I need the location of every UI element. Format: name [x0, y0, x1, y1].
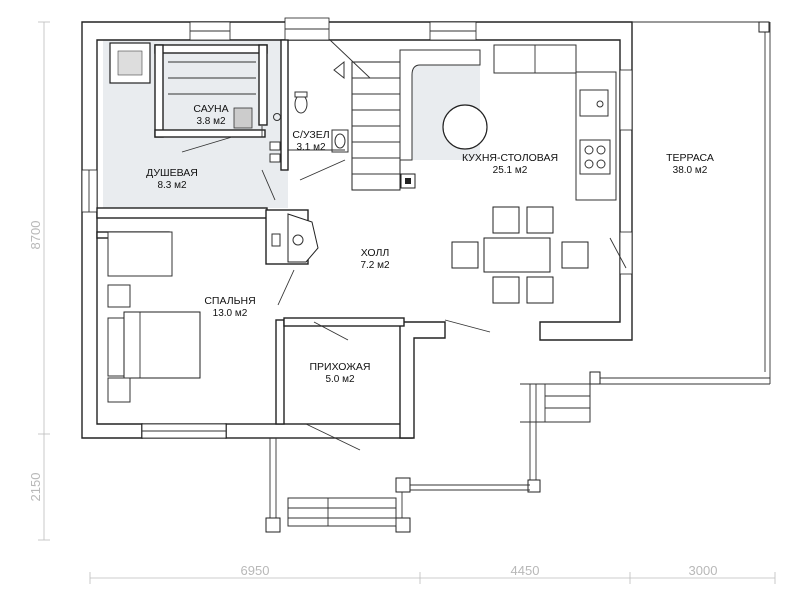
room-area-bedroom: 13.0 м2	[213, 308, 248, 319]
room-name-kitchen: КУХНЯ-СТОЛОВАЯ	[462, 152, 558, 164]
room-name-bathroom: С/УЗЕЛ	[292, 129, 329, 141]
bathroom-fixtures	[269, 91, 349, 163]
room-name-terrace: ТЕРРАСА	[666, 152, 714, 164]
room-name-bedroom: СПАЛЬНЯ	[204, 295, 255, 307]
kitchen-fixtures	[399, 44, 617, 201]
windows	[81, 17, 633, 439]
staircase	[329, 39, 416, 191]
fireplace	[271, 213, 319, 263]
room-area-shower: 8.3 м2	[157, 180, 187, 191]
dim-left-2: 2150	[28, 473, 43, 502]
sauna-fixtures	[109, 42, 281, 137]
bedroom-furniture	[107, 231, 201, 403]
room-area-sauna: 3.8 м2	[196, 116, 226, 127]
dim-bottom-2: 4450	[511, 563, 540, 578]
room-name-hall: ХОЛЛ	[361, 247, 390, 259]
dim-bottom-3: 3000	[689, 563, 718, 578]
interior-walls	[96, 39, 405, 425]
dim-left-1: 8700	[28, 221, 43, 250]
room-area-terrace: 38.0 м2	[673, 165, 708, 176]
door-swings	[181, 136, 627, 451]
room-area-kitchen: 25.1 м2	[493, 165, 528, 176]
dimension-labels: 6950 4450 3000 8700 2150	[28, 221, 717, 578]
dining-set	[451, 206, 589, 304]
room-area-bathroom: 3.1 м2	[296, 142, 326, 153]
room-area-entry: 5.0 м2	[325, 374, 355, 385]
terrace	[520, 21, 771, 493]
room-name-entry: ПРИХОЖАЯ	[310, 361, 371, 373]
room-labels: САУНА 3.8 м2 С/УЗЕЛ 3.1 м2 ДУШЕВАЯ 8.3 м…	[146, 103, 714, 385]
porch	[265, 438, 530, 533]
dimension-lines	[38, 21, 776, 584]
room-name-sauna: САУНА	[193, 103, 228, 115]
room-area-hall: 7.2 м2	[360, 260, 390, 271]
room-name-shower: ДУШЕВАЯ	[146, 167, 198, 179]
dim-bottom-1: 6950	[241, 563, 270, 578]
